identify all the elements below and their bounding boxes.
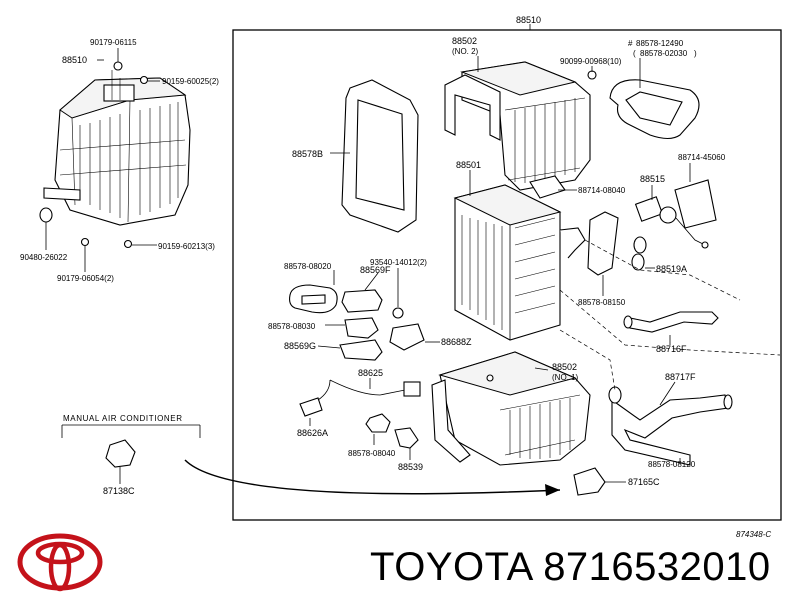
- label-88519A: 88519A: [656, 264, 687, 274]
- label-88502-no1: 88502: [552, 362, 577, 372]
- screw-90099-00968: [587, 70, 597, 80]
- seal-88578-08030: [344, 317, 379, 339]
- label-88714-45060: 88714-45060: [678, 153, 726, 162]
- screw-90159-60025: [139, 75, 149, 85]
- label-no1: (NO. 1): [552, 373, 579, 382]
- tube-88717F: [611, 394, 729, 466]
- label-88510-left: 88510: [62, 55, 87, 65]
- clip-88688Z: [389, 323, 425, 351]
- label-88625: 88625: [358, 368, 383, 378]
- label-88716F: 88716F: [656, 344, 687, 354]
- o-ring-88519A-2: [631, 253, 645, 271]
- label-87165C: 87165C: [628, 477, 660, 487]
- label-88578-08150: 88578-08150: [578, 298, 626, 307]
- label-paren-open: (: [633, 49, 636, 58]
- label-88578-02030: 88578-02030: [640, 49, 688, 58]
- manual-ac-inset: [61, 424, 201, 484]
- screw-90159-60213: [123, 239, 133, 249]
- label-88569G: 88569G: [284, 341, 316, 351]
- label-90159-60213: 90159-60213(3): [158, 242, 215, 251]
- brand-part-number: 8716532010: [543, 545, 771, 589]
- label-90099-00968: 90099-00968(10): [560, 57, 622, 66]
- case-no1: [431, 351, 591, 466]
- label-88578-08120: 88578-08120: [648, 460, 696, 469]
- seal-88578-08150: [587, 211, 619, 276]
- o-ring-88519A: [633, 236, 647, 254]
- seal-88578-12490: [609, 79, 700, 140]
- case-no2: [444, 61, 591, 191]
- label-90159-60025: 90159-60025(2): [162, 77, 219, 86]
- seal-88578B: [341, 79, 419, 233]
- label-88569F: 88569F: [360, 265, 391, 275]
- label-88717F: 88717F: [665, 372, 696, 382]
- label-88501: 88501: [456, 160, 481, 170]
- diagram-frame: [232, 29, 782, 521]
- evaporator-88501: [453, 184, 586, 341]
- label-hash-marker: #: [628, 39, 633, 48]
- label-88578-08020: 88578-08020: [284, 262, 332, 271]
- brand-title: TOYOTA 8716532010: [370, 545, 771, 590]
- leaders-right: [309, 56, 691, 483]
- connector-87165C: [573, 467, 606, 496]
- label-87138C: 87138C: [103, 486, 135, 496]
- thermistor-88626A: [299, 397, 323, 417]
- leaders-left: [45, 48, 160, 272]
- label-88578B: 88578B: [292, 149, 323, 159]
- diagram-reference: 874348-C: [736, 530, 771, 539]
- label-90480-26022: 90480-26022: [20, 253, 68, 262]
- harness-88625: [329, 379, 406, 396]
- clamp-88569G: [339, 339, 383, 361]
- label-paren-close: ): [694, 49, 697, 58]
- seal-88578-08020: [289, 284, 338, 314]
- label-88626A: 88626A: [297, 428, 328, 438]
- label-no2: (NO. 2): [452, 47, 479, 56]
- label-88510-top: 88510: [516, 15, 541, 25]
- label-90179-06054: 90179-06054(2): [57, 274, 114, 283]
- insulator-88714-45060: [674, 179, 717, 229]
- arrow-head: [545, 484, 560, 496]
- clamp-88569F: [341, 289, 383, 313]
- bolt-88539: [394, 427, 419, 449]
- label-88502-no2: 88502: [452, 36, 477, 46]
- harness-88625-connector: [403, 381, 421, 397]
- nut-88578-08040: [365, 413, 391, 433]
- tube-88717F-end-2: [723, 394, 733, 410]
- clip-90179-06054: [80, 237, 90, 247]
- tube-88716F: [629, 311, 719, 333]
- label-88578-08030: 88578-08030: [268, 322, 316, 331]
- screw-93540-14012: [392, 307, 404, 319]
- tube-88717F-end: [608, 386, 622, 404]
- heater-unit-assembly: [43, 70, 191, 226]
- label-88539: 88539: [398, 462, 423, 472]
- section-title-manual-ac: MANUAL AIR CONDITIONER: [63, 414, 183, 423]
- label-88714-08040: 88714-08040: [578, 186, 626, 195]
- grommet-90480-26022: [39, 207, 53, 223]
- label-88515: 88515: [640, 174, 665, 184]
- arrow-curve: [184, 459, 561, 495]
- label-88578-08040: 88578-08040: [348, 449, 396, 458]
- brand-name: TOYOTA: [370, 545, 532, 589]
- label-88688Z: 88688Z: [441, 337, 472, 347]
- label-93540-14012: 93540-14012(2): [370, 258, 427, 267]
- clip-90179-06115: [113, 61, 123, 71]
- expansion-valve-88515: [634, 196, 709, 249]
- toyota-logo-icon: [17, 533, 103, 592]
- label-88578-12490: 88578-12490: [636, 39, 684, 48]
- tube-88716F-fitting: [623, 315, 633, 329]
- dashed-leaders: [559, 239, 781, 391]
- label-90179-06115: 90179-06115: [90, 38, 137, 47]
